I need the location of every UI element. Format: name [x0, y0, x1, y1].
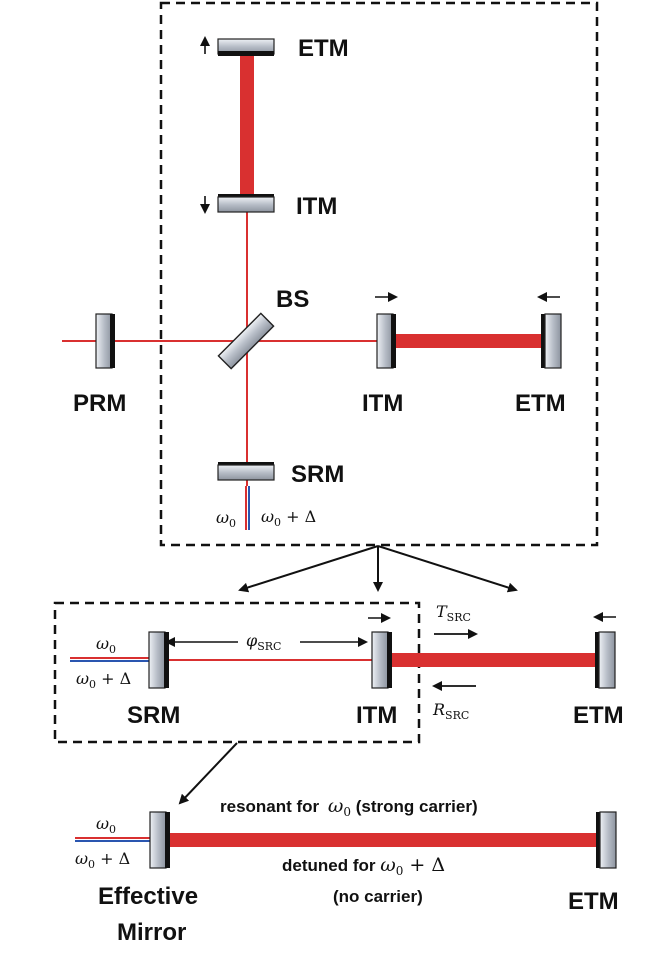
middle-etm-mirror — [595, 631, 616, 689]
middle-srm-mirror — [148, 631, 169, 689]
lower-etm-mirror — [596, 811, 617, 869]
t-src-label: TSRC — [436, 602, 471, 624]
upper-dashed-box — [159, 1, 599, 547]
middle-dashed-box — [53, 601, 421, 744]
effective-mirror-label-line2: Mirror — [117, 919, 186, 946]
middle-itm-label: ITM — [356, 702, 397, 729]
upper-omega0-label: ω0 — [216, 508, 236, 530]
upper-section: ETM ITM BS PRM ITM ETM — [62, 1, 599, 547]
itm-right-label: ITM — [362, 390, 403, 417]
middle-etm-label: ETM — [573, 702, 624, 729]
lower-etm-label: ETM — [568, 888, 619, 915]
arm-cavity-beam-vertical — [240, 52, 254, 197]
etm-top-mirror — [217, 38, 275, 56]
detuned-label: detuned for ω0 + Δ — [282, 854, 445, 878]
effective-mirror-label-line1: Effective — [98, 883, 198, 910]
upper-omega0-plus-delta-label: ω0 + Δ — [261, 507, 316, 529]
itm-right-mirror — [376, 313, 396, 369]
itm-top-label: ITM — [296, 193, 337, 220]
bs-label: BS — [276, 286, 309, 313]
lower-omega0-plus-delta-label: ω0 + Δ — [75, 849, 130, 871]
itm-top-mirror — [217, 194, 275, 213]
etm-right-mirror — [541, 313, 562, 369]
middle-section: φSRC ω0 ω0 + Δ SRM ITM ETM TSRC RSRC — [53, 601, 624, 744]
middle-omega0-label: ω0 — [96, 634, 116, 656]
prm-label: PRM — [73, 390, 126, 417]
middle-itm-mirror — [371, 631, 392, 689]
srm-mirror — [217, 462, 275, 481]
lower-cavity-beam — [168, 833, 598, 847]
lower-omega0-label: ω0 — [96, 814, 116, 836]
lower-section: ω0 ω0 + Δ resonant for ω0 (strong carrie… — [75, 795, 619, 946]
arm-cavity-beam-horizontal — [393, 334, 545, 348]
middle-omega0-plus-delta-label: ω0 + Δ — [76, 669, 131, 691]
no-carrier-label: (no carrier) — [333, 887, 423, 906]
etm-right-label: ETM — [515, 390, 566, 417]
beam-splitter — [217, 312, 275, 370]
upper-to-middle-arrows — [238, 545, 518, 593]
phi-src-label-bg — [238, 629, 300, 653]
etm-top-label: ETM — [298, 35, 349, 62]
middle-srm-label: SRM — [127, 702, 180, 729]
effective-mirror — [149, 811, 170, 869]
phi-src-label: φSRC — [246, 631, 281, 653]
srm-label: SRM — [291, 461, 344, 488]
middle-arm-beam — [390, 653, 597, 667]
middle-to-lower-arrow — [178, 742, 238, 805]
r-src-label: RSRC — [432, 700, 469, 722]
prm-mirror — [95, 313, 115, 369]
resonant-label: resonant for ω0 (strong carrier) — [220, 795, 478, 819]
